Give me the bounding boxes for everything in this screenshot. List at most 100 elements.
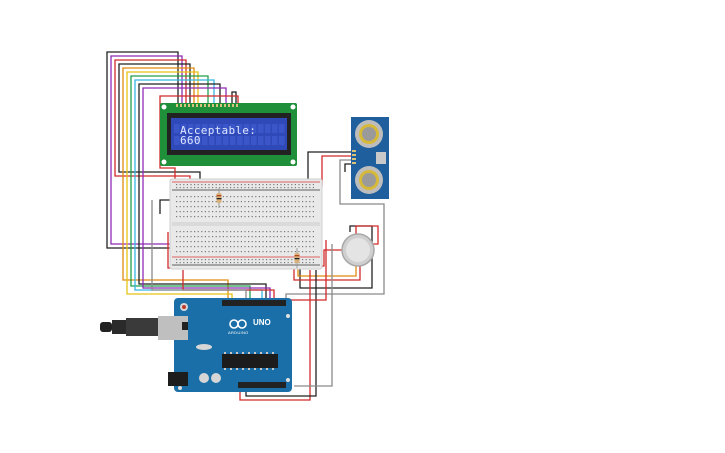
breadboard-hole[interactable] (237, 241, 239, 243)
breadboard-hole[interactable] (240, 196, 242, 198)
breadboard-hole[interactable] (262, 196, 264, 198)
breadboard-hole[interactable] (233, 216, 235, 218)
breadboard-hole[interactable] (197, 206, 199, 208)
resistor-2[interactable] (294, 248, 300, 268)
breadboard-hole[interactable] (237, 262, 239, 264)
breadboard-hole[interactable] (258, 246, 260, 248)
breadboard-hole[interactable] (222, 206, 224, 208)
breadboard-hole[interactable] (251, 236, 253, 238)
breadboard-hole[interactable] (183, 196, 185, 198)
breadboard-hole[interactable] (262, 259, 264, 261)
breadboard-hole[interactable] (291, 251, 293, 253)
breadboard-hole[interactable] (240, 241, 242, 243)
breadboard-hole[interactable] (276, 231, 278, 233)
breadboard-hole[interactable] (215, 196, 217, 198)
breadboard-hole[interactable] (244, 187, 246, 189)
breadboard-hole[interactable] (291, 187, 293, 189)
breadboard-hole[interactable] (276, 251, 278, 253)
breadboard-hole[interactable] (179, 206, 181, 208)
breadboard-hole[interactable] (237, 184, 239, 186)
breadboard-hole[interactable] (298, 231, 300, 233)
breadboard-hole[interactable] (240, 262, 242, 264)
breadboard-hole[interactable] (312, 201, 314, 203)
breadboard-hole[interactable] (208, 251, 210, 253)
breadboard-hole[interactable] (230, 262, 232, 264)
breadboard-hole[interactable] (233, 246, 235, 248)
breadboard-hole[interactable] (273, 262, 275, 264)
breadboard-hole[interactable] (312, 206, 314, 208)
breadboard-hole[interactable] (309, 241, 311, 243)
breadboard-hole[interactable] (305, 196, 307, 198)
breadboard-hole[interactable] (305, 201, 307, 203)
breadboard-hole[interactable] (240, 246, 242, 248)
breadboard-hole[interactable] (212, 259, 214, 261)
breadboard-hole[interactable] (248, 259, 250, 261)
breadboard-hole[interactable] (212, 196, 214, 198)
breadboard-hole[interactable] (291, 246, 293, 248)
breadboard-hole[interactable] (305, 216, 307, 218)
breadboard-hole[interactable] (302, 241, 304, 243)
breadboard-hole[interactable] (204, 187, 206, 189)
breadboard-hole[interactable] (287, 259, 289, 261)
breadboard-hole[interactable] (266, 187, 268, 189)
breadboard-hole[interactable] (179, 251, 181, 253)
breadboard-hole[interactable] (287, 231, 289, 233)
breadboard-hole[interactable] (222, 236, 224, 238)
breadboard-hole[interactable] (291, 241, 293, 243)
breadboard-hole[interactable] (201, 211, 203, 213)
breadboard-hole[interactable] (226, 187, 228, 189)
wire-rail-gray[interactable] (151, 200, 247, 300)
breadboard-hole[interactable] (312, 251, 314, 253)
breadboard-hole[interactable] (276, 184, 278, 186)
breadboard-hole[interactable] (269, 236, 271, 238)
breadboard-hole[interactable] (280, 262, 282, 264)
breadboard-hole[interactable] (251, 187, 253, 189)
breadboard-hole[interactable] (194, 236, 196, 238)
breadboard-hole[interactable] (194, 211, 196, 213)
breadboard-hole[interactable] (233, 251, 235, 253)
breadboard-hole[interactable] (186, 246, 188, 248)
breadboard-hole[interactable] (237, 196, 239, 198)
breadboard-hole[interactable] (244, 251, 246, 253)
breadboard-hole[interactable] (219, 251, 221, 253)
breadboard-hole[interactable] (183, 211, 185, 213)
breadboard-hole[interactable] (269, 251, 271, 253)
breadboard-hole[interactable] (230, 246, 232, 248)
breadboard-hole[interactable] (183, 187, 185, 189)
breadboard-hole[interactable] (204, 236, 206, 238)
breadboard-hole[interactable] (312, 259, 314, 261)
breadboard-hole[interactable] (186, 187, 188, 189)
breadboard-hole[interactable] (248, 236, 250, 238)
breadboard-hole[interactable] (190, 184, 192, 186)
breadboard-hole[interactable] (298, 184, 300, 186)
breadboard-hole[interactable] (230, 187, 232, 189)
breadboard-hole[interactable] (266, 216, 268, 218)
breadboard-hole[interactable] (179, 259, 181, 261)
breadboard-hole[interactable] (248, 211, 250, 213)
breadboard-hole[interactable] (266, 184, 268, 186)
breadboard-hole[interactable] (197, 259, 199, 261)
breadboard-hole[interactable] (255, 206, 257, 208)
breadboard-hole[interactable] (269, 196, 271, 198)
breadboard-hole[interactable] (230, 196, 232, 198)
breadboard-hole[interactable] (226, 184, 228, 186)
breadboard-hole[interactable] (219, 236, 221, 238)
breadboard-hole[interactable] (302, 262, 304, 264)
breadboard-hole[interactable] (176, 246, 178, 248)
breadboard-hole[interactable] (212, 251, 214, 253)
breadboard-hole[interactable] (226, 251, 228, 253)
breadboard-hole[interactable] (226, 231, 228, 233)
breadboard-hole[interactable] (183, 262, 185, 264)
breadboard-hole[interactable] (244, 184, 246, 186)
breadboard-hole[interactable] (273, 231, 275, 233)
breadboard-hole[interactable] (183, 241, 185, 243)
breadboard-hole[interactable] (248, 184, 250, 186)
breadboard-hole[interactable] (176, 201, 178, 203)
breadboard-hole[interactable] (201, 251, 203, 253)
breadboard-hole[interactable] (269, 246, 271, 248)
breadboard-hole[interactable] (219, 231, 221, 233)
breadboard-hole[interactable] (201, 241, 203, 243)
breadboard-hole[interactable] (273, 251, 275, 253)
breadboard-hole[interactable] (222, 201, 224, 203)
breadboard-hole[interactable] (305, 184, 307, 186)
